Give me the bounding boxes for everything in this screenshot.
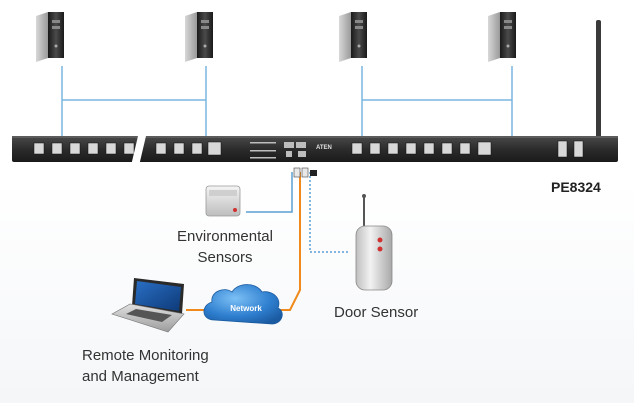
power-cord (590, 20, 606, 156)
model-label: PE8324 (551, 179, 601, 195)
door-sensor-icon (355, 194, 393, 291)
remote-monitoring-label: Remote Monitoring and Management (82, 345, 209, 387)
environmental-sensor-link (246, 172, 293, 213)
environmental-sensor-icon (205, 185, 241, 217)
laptop-icon (111, 278, 185, 333)
environmental-sensors-label-line1: Environmental (177, 228, 273, 245)
network-cloud-icon: Network (203, 284, 283, 325)
server-tower-icon (185, 12, 213, 62)
network-link (275, 172, 301, 311)
sensor-plugs (293, 167, 317, 178)
server-tower-icon (36, 12, 64, 62)
brand-label: ATEN (316, 145, 332, 151)
network-label: Network (230, 304, 262, 313)
environmental-sensors-label-line2: Sensors (197, 249, 253, 266)
server-tower-icon (339, 12, 367, 62)
remote-monitoring-label-line1: Remote Monitoring (82, 347, 209, 364)
door-sensor-link (309, 172, 350, 253)
server-tower-icon (488, 12, 516, 62)
remote-monitoring-label-line2: and Management (82, 368, 199, 385)
door-sensor-label: Door Sensor (334, 304, 419, 321)
environmental-sensors-label: Environmental Sensors (160, 226, 290, 268)
pdu-strip-icon: ATEN (12, 136, 618, 170)
server-power-links (61, 66, 513, 138)
